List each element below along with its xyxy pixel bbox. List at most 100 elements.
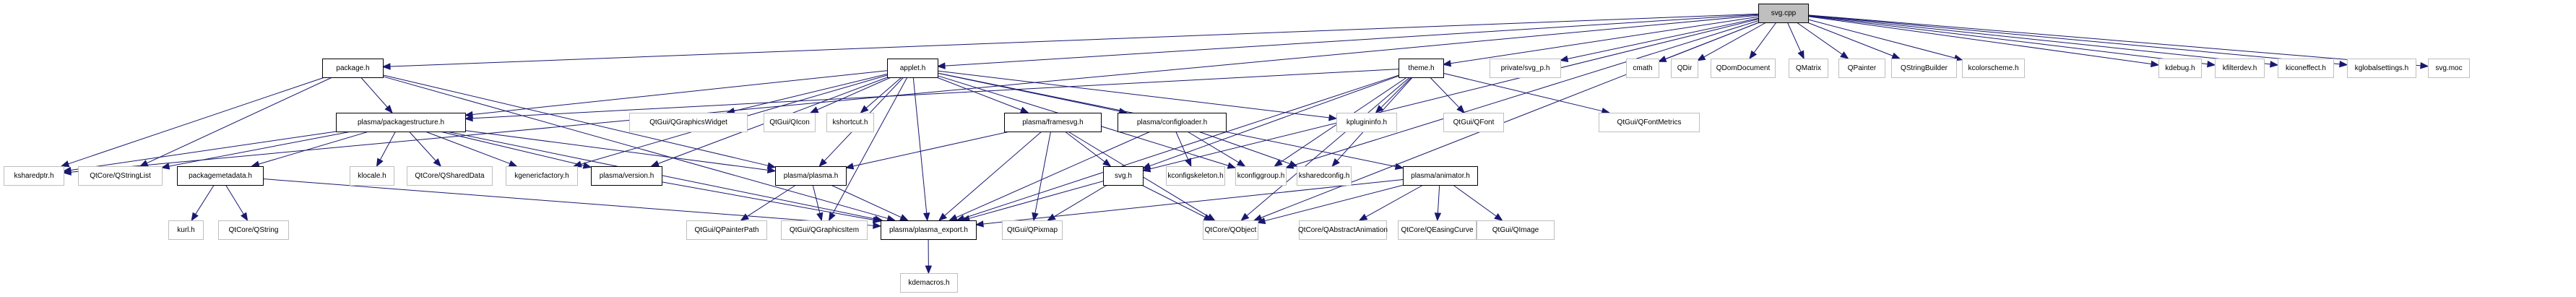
edge-theme_h-to-QFont bbox=[1430, 77, 1460, 108]
node-box[interactable] bbox=[887, 59, 938, 78]
edge-svg_h-to-QPixmap bbox=[1053, 184, 1107, 218]
node-label: QDomDocument bbox=[1716, 64, 1771, 72]
node-package-h[interactable]: package.h bbox=[322, 59, 384, 78]
node-box bbox=[1398, 220, 1477, 240]
edge-plasma_h-to-plasma_export_h bbox=[831, 184, 902, 218]
node-box bbox=[2215, 59, 2265, 78]
node-qfontmetrics: QtGui/QFontMetrics bbox=[1599, 113, 1700, 132]
node-cmath: cmath bbox=[1626, 59, 1659, 78]
node-version-h[interactable]: plasma/version.h bbox=[591, 166, 662, 186]
edge-package_h-to-ksharedptr_h bbox=[68, 77, 325, 165]
node-box bbox=[2428, 59, 2470, 78]
node-label: private/svg_p.h bbox=[1501, 64, 1550, 72]
arrowhead-icon bbox=[809, 106, 819, 113]
node-box[interactable] bbox=[1403, 166, 1478, 186]
node-plasma-h[interactable]: plasma/plasma.h bbox=[775, 166, 847, 186]
node-box bbox=[1671, 59, 1698, 78]
node-framesvg-h[interactable]: plasma/framesvg.h bbox=[1004, 113, 1102, 132]
arrowhead-icon bbox=[1797, 50, 1805, 60]
node-box bbox=[764, 113, 816, 132]
arrowhead-icon bbox=[766, 166, 777, 173]
arrowhead-icon bbox=[2339, 60, 2348, 68]
edge-applet_h-to-framesvg_h bbox=[936, 77, 1022, 111]
node-label: ksharedconfig.h bbox=[1299, 172, 1350, 180]
node-box bbox=[78, 166, 163, 186]
node-label: QtCore/QSharedData bbox=[415, 172, 485, 180]
node-theme-h[interactable]: theme.h bbox=[1399, 59, 1444, 78]
edge-svg_cpp-to-ksharedptr_h bbox=[70, 14, 1759, 173]
node-box[interactable] bbox=[591, 166, 662, 186]
arrowhead-icon bbox=[974, 220, 984, 228]
edge-package_h-to-packagestructure_h bbox=[360, 77, 388, 108]
node-label: kiconeffect.h bbox=[2286, 64, 2326, 72]
node-applet-h[interactable]: applet.h bbox=[887, 59, 938, 78]
edge-animator_h-to-QObject bbox=[1264, 184, 1404, 222]
node-box[interactable] bbox=[1103, 166, 1144, 186]
node-kconfiggroup-h: kconfiggroup.h bbox=[1235, 166, 1287, 186]
node-box bbox=[686, 220, 767, 240]
node-box[interactable] bbox=[775, 166, 847, 186]
node-svg-h[interactable]: svg.h bbox=[1103, 166, 1144, 186]
node-box[interactable] bbox=[177, 166, 264, 186]
edge-svg_cpp-to-kcolorscheme_h bbox=[1807, 19, 1955, 59]
node-kiconeffect-h: kiconeffect.h bbox=[2278, 59, 2334, 78]
node-qpainterpath: QtGui/QPainterPath bbox=[686, 220, 767, 240]
node-label: kconfiggroup.h bbox=[1237, 172, 1285, 180]
node-label: plasma/version.h bbox=[600, 172, 654, 180]
node-qeasingcurve: QtCore/QEasingCurve bbox=[1398, 220, 1477, 240]
edge-theme_h-to-packagestructure_h bbox=[472, 69, 1399, 119]
arrowhead-icon bbox=[818, 158, 827, 167]
edge-svg_cpp-to-package_h bbox=[389, 13, 1759, 67]
node-box[interactable] bbox=[1399, 59, 1444, 78]
edge-applet_h-to-QGraphicsItem bbox=[831, 77, 908, 215]
arrowhead-icon bbox=[1840, 51, 1849, 59]
node-plasma-export-h[interactable]: plasma/plasma_export.h bbox=[881, 220, 977, 240]
node-packagemetadata-h[interactable]: packagemetadata.h bbox=[177, 166, 264, 186]
edge-configloader_h-to-kconfigskeleton_h bbox=[1175, 131, 1189, 160]
arrowhead-icon bbox=[191, 212, 199, 222]
edge-theme_h-to-svg_h bbox=[1149, 75, 1399, 167]
node-box bbox=[350, 166, 394, 186]
edge-svg_cpp-to-QObject bbox=[1261, 22, 1760, 218]
node-box bbox=[218, 220, 289, 240]
node-box bbox=[1477, 220, 1555, 240]
node-packagestructure-h[interactable]: plasma/packagestructure.h bbox=[336, 113, 466, 132]
edge-packagemetadata_h-to-QString bbox=[225, 184, 244, 215]
node-box[interactable] bbox=[336, 113, 466, 132]
arrowhead-icon bbox=[1227, 162, 1237, 169]
node-label: QPainter bbox=[1848, 64, 1877, 72]
edge-applet_h-to-plasma_export_h bbox=[912, 77, 928, 214]
node-animator-h[interactable]: plasma/animator.h bbox=[1403, 166, 1478, 186]
edge-packagestructure_h-to-klocale_h bbox=[379, 131, 396, 160]
arrowhead-icon bbox=[1240, 212, 1250, 221]
nodes-layer: svg.cpp package.h applet.h theme.h private/s… bbox=[4, 4, 2470, 293]
arrowhead-icon bbox=[60, 160, 70, 168]
node-box[interactable] bbox=[322, 59, 384, 78]
node-svg-cpp[interactable]: svg.cpp bbox=[1758, 4, 1809, 23]
arrowhead-icon bbox=[2420, 62, 2429, 69]
node-label: svg.moc bbox=[2435, 64, 2462, 72]
edge-version_h-to-plasma_export_h bbox=[661, 181, 874, 220]
edge-svg_h-to-plasma_export_h bbox=[969, 181, 1104, 219]
arrowhead-icon bbox=[1891, 52, 1901, 59]
arrowhead-icon bbox=[1696, 53, 1706, 61]
node-box[interactable] bbox=[1118, 113, 1227, 132]
edge-theme_h-to-kplugininfo_h bbox=[1380, 77, 1412, 108]
edge-packagestructure_h-to-packagemetadata_h bbox=[258, 131, 369, 165]
node-box[interactable] bbox=[1758, 4, 1809, 23]
node-qdomdocument: QDomDocument bbox=[1711, 59, 1776, 78]
node-ksharedconfig-h: ksharedconfig.h bbox=[1297, 166, 1352, 186]
node-configloader-h[interactable]: plasma/configloader.h bbox=[1118, 113, 1227, 132]
node-box bbox=[1599, 113, 1700, 132]
edge-theme_h-to-plasma_export_h bbox=[963, 74, 1399, 219]
node-label: kglobalsettings.h bbox=[2355, 64, 2409, 72]
node-box[interactable] bbox=[881, 220, 977, 240]
node-box bbox=[1711, 59, 1776, 78]
arrowhead-icon bbox=[1102, 158, 1112, 167]
arrowhead-icon bbox=[1203, 214, 1213, 221]
node-label: theme.h bbox=[1408, 64, 1434, 72]
arrowhead-icon bbox=[1442, 60, 1452, 67]
node-label: QtGui/QPainterPath bbox=[695, 226, 759, 234]
node-box[interactable] bbox=[1004, 113, 1102, 132]
